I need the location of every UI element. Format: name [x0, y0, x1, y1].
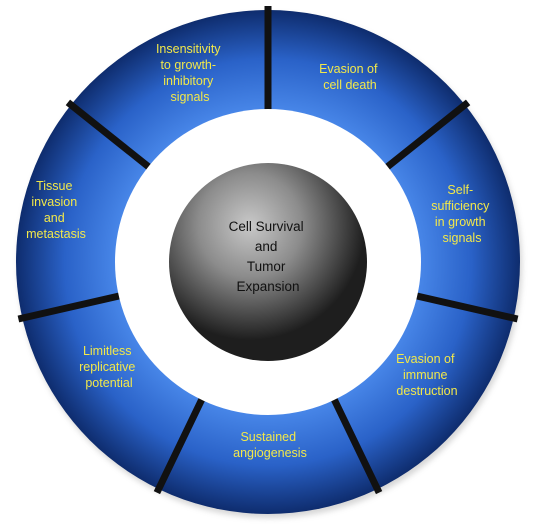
segment-label-angiogenesis: Sustained angiogenesis: [233, 430, 307, 460]
segment-label-line: Sustained: [240, 430, 296, 444]
segment-label-line: immune: [403, 368, 448, 382]
segment-label-line: angiogenesis: [233, 446, 307, 460]
center-label-line: and: [255, 239, 278, 254]
segment-label-line: to growth-: [160, 58, 216, 72]
segment-label-line: Self-: [447, 183, 473, 197]
segment-label-line: potential: [85, 376, 132, 390]
segment-label-line: signals: [443, 231, 482, 245]
segment-label-line: destruction: [396, 384, 457, 398]
segment-divider: [383, 99, 471, 172]
segment-label-insensitivity: Insensitivity to growth- inhibitory sign…: [156, 42, 224, 104]
segment-label-evasion-immune: Evasion of immune destruction: [396, 352, 458, 398]
segment-label-invasion: Tissue invasion and metastasis: [26, 179, 86, 241]
segment-label-line: inhibitory: [163, 74, 214, 88]
segment-label-line: and: [44, 211, 65, 225]
segment-label-line: Evasion of: [319, 62, 378, 76]
segment-label-replicative: Limitless replicative potential: [79, 344, 139, 390]
segment-label-line: Insensitivity: [156, 42, 221, 56]
center-label-line: Cell Survival: [229, 219, 304, 234]
segment-label-line: in growth: [435, 215, 486, 229]
segment-divider: [413, 291, 519, 323]
segment-divider: [153, 395, 207, 495]
segment-divider: [329, 395, 383, 495]
segment-label-line: replicative: [79, 360, 135, 374]
segment-label-line: Tissue: [36, 179, 72, 193]
center-sphere: [169, 163, 367, 361]
segment-label-line: cell death: [323, 78, 377, 92]
segment-divider: [65, 99, 153, 172]
segment-label-self-sufficiency: Self- sufficiency in growth signals: [431, 183, 493, 245]
segment-label-line: Evasion of: [396, 352, 455, 366]
center-label: Cell Survival and Tumor Expansion: [229, 219, 308, 294]
center-label-line: Tumor: [247, 259, 286, 274]
segment-dividers: [17, 6, 519, 495]
segment-label-line: invasion: [31, 195, 77, 209]
segment-label-line: metastasis: [26, 227, 86, 241]
segment-label-line: Limitless: [83, 344, 132, 358]
segment-label-evasion-cell-death: Evasion of cell death: [319, 62, 381, 92]
center-label-line: Expansion: [236, 279, 299, 294]
segment-label-line: sufficiency: [431, 199, 490, 213]
segment-label-line: signals: [171, 90, 210, 104]
segment-divider: [17, 291, 123, 323]
